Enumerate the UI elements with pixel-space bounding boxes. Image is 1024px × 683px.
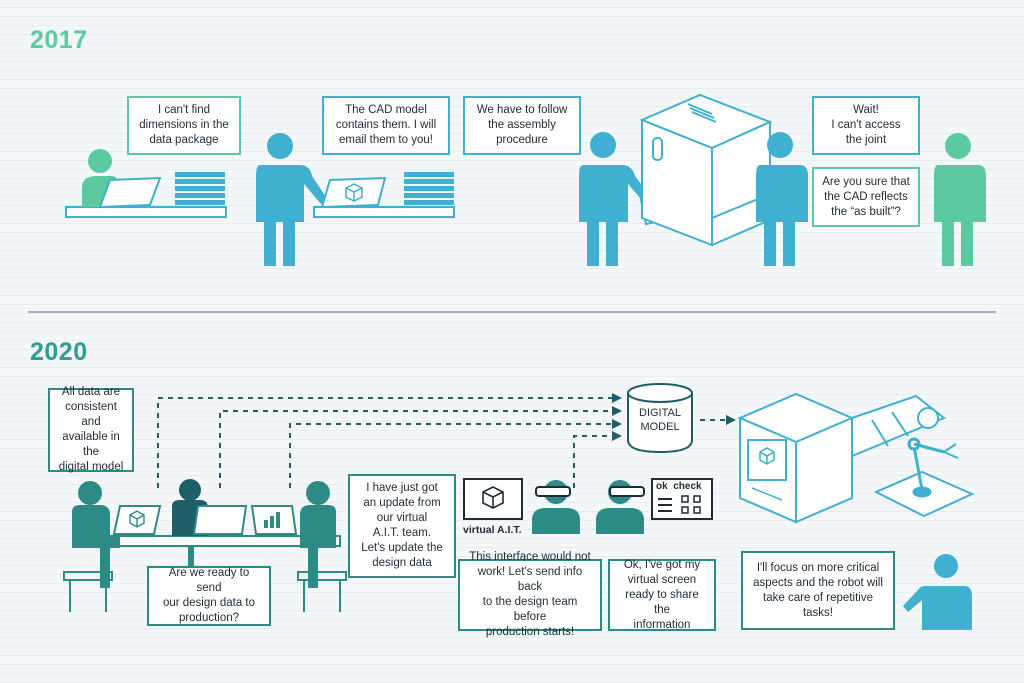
speech-bubble-as-built: Are you sure that the CAD reflects the “… (812, 167, 920, 227)
digital-model-cylinder-icon (627, 383, 693, 454)
speech-bubble-cad-model: The CAD model contains them. I will emai… (322, 96, 450, 155)
team-member-left (63, 481, 120, 612)
engineer-figure-4 (934, 133, 986, 266)
year-2017-heading: 2017 (30, 26, 88, 54)
speech-bubble-wait: Wait! I can't access the joint (812, 96, 920, 155)
laptop-bar-chart-icon (250, 505, 298, 535)
speech-bubble-virtual-screen: Ok, I've got my virtual screen ready to … (608, 559, 716, 631)
speech-bubble-ready-send: Are we ready to send our design data to … (147, 566, 271, 626)
speech-bubble-interface: This interface would not work! Let's sen… (458, 551, 602, 638)
engineer-figure-3 (756, 132, 808, 266)
year-2020-heading: 2020 (30, 338, 88, 366)
conveyor-belt (851, 394, 946, 458)
speech-bubble-assembly: We have to follow the assembly procedure (463, 96, 581, 155)
laptop-blank (192, 505, 248, 535)
engineer-figure-1 (256, 133, 328, 266)
vr-user-left (532, 480, 580, 534)
vr-user-right (596, 480, 645, 534)
speech-bubble-all-data: All data are consistent and available in… (48, 386, 134, 473)
flow-arrowheads (612, 393, 736, 441)
team-member-right (297, 481, 347, 612)
speech-bubble-robot: I'll focus on more critical aspects and … (741, 551, 895, 630)
desk-scene-2 (313, 172, 455, 218)
virtual-ait-screen (463, 478, 523, 520)
section-divider (28, 311, 996, 313)
robot-arm (873, 437, 975, 518)
engineer-figure-robot-supervisor (903, 554, 972, 630)
desk-scene-1 (65, 149, 227, 218)
ok-check-label: ok check (656, 481, 702, 492)
data-flow-lines (157, 397, 726, 488)
checklist-screen (651, 478, 713, 520)
digital-model-label: DIGITAL MODEL (639, 407, 681, 433)
engineer-figure-2 (579, 132, 650, 266)
speech-bubble-cant-find: I can't find dimensions in the data pack… (127, 96, 241, 155)
virtual-ait-label: virtual A.I.T. (463, 524, 522, 536)
speech-bubble-update: I have just got an update from our virtu… (348, 474, 456, 578)
machine-cube (639, 93, 773, 247)
production-machine (737, 392, 855, 524)
laptop-cube-icon (112, 505, 162, 535)
